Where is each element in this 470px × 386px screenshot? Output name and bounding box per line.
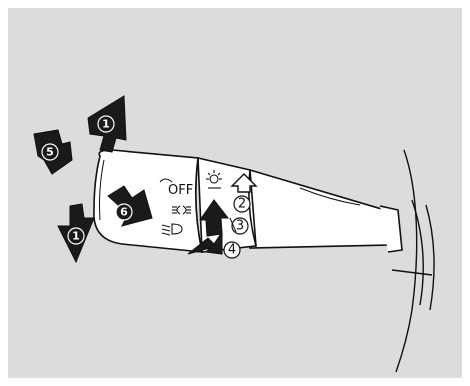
marker-5: 5 — [46, 146, 54, 159]
parking-light-icon — [172, 205, 191, 215]
svg-text:3: 3 — [236, 219, 244, 234]
svg-text:2: 2 — [238, 197, 246, 212]
arrow-6: 6 — [107, 185, 153, 227]
low-beam-icon — [161, 223, 183, 236]
lever-stalk — [249, 168, 403, 253]
marker-1-bottom: 1 — [72, 230, 80, 243]
circled-number-3: 3 — [229, 217, 249, 235]
steering-wheel — [391, 149, 435, 373]
flash-arrow — [187, 230, 223, 255]
high-beam-indicator-icon — [206, 170, 222, 189]
svg-text:4: 4 — [228, 243, 236, 258]
circled-number-4: 4 — [223, 241, 241, 259]
outline-up-arrow — [230, 173, 258, 193]
lever-knob — [93, 149, 204, 253]
arrow-1-up: 1 — [87, 95, 127, 153]
arrow-5: 5 — [33, 129, 73, 175]
circled-number-2: 2 — [233, 195, 251, 213]
marker-6: 6 — [120, 206, 128, 219]
push-up-arrow — [199, 199, 230, 237]
off-label: OFF — [168, 183, 193, 198]
marker-1-top: 1 — [102, 118, 110, 131]
arrow-1-down: 1 — [57, 203, 95, 264]
